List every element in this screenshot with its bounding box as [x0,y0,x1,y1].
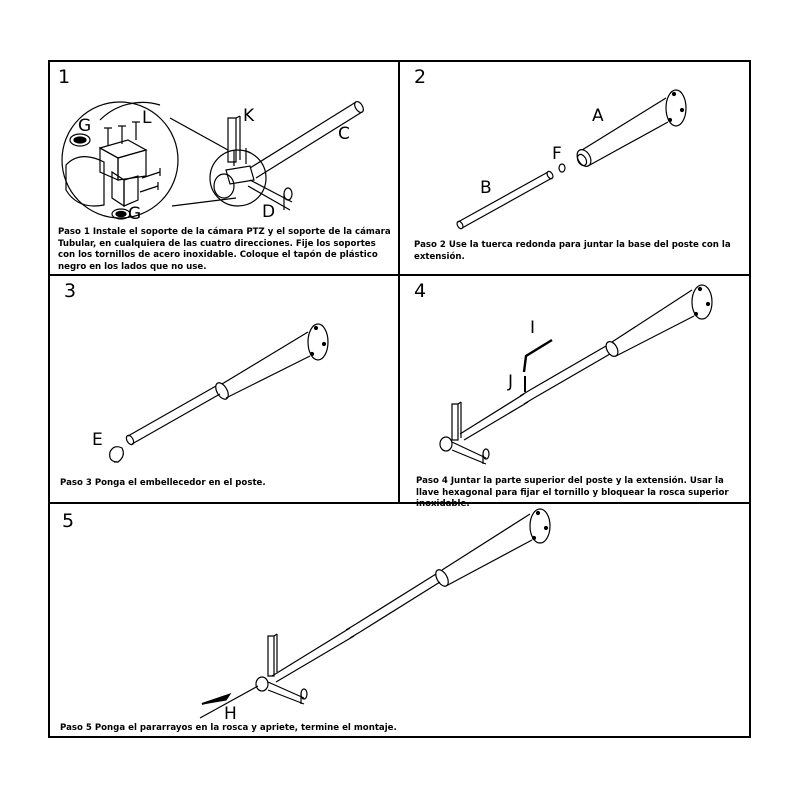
label-h: H [224,704,237,724]
label-d: D [262,202,276,222]
label-g-top: G [78,116,92,136]
label-f: F [552,144,562,164]
step-2-caption: Paso 2 Use la tuerca redonda para juntar… [414,240,731,262]
step-4-caption: Paso 4 Juntar la parte superior del post… [416,476,729,509]
label-g-bottom: G [128,204,142,224]
step-3-number: 3 [64,280,77,302]
label-i: I [530,318,536,338]
step-1-caption: Paso 1 Instale el soporte de la cámara P… [58,227,391,272]
divider-vertical-top [398,60,400,274]
label-l: L [142,108,152,128]
label-j: J [508,372,514,392]
label-a: A [592,106,604,126]
step-5-number: 5 [62,510,75,532]
step-4-number: 4 [414,280,427,302]
label-e: E [92,430,103,450]
label-k: K [243,106,255,126]
divider-horizontal-2 [48,502,751,504]
label-b: B [480,178,492,198]
divider-vertical-middle [398,274,400,502]
label-c: C [338,124,350,144]
step-1-number: 1 [58,66,71,88]
step-2-number: 2 [414,66,427,88]
divider-horizontal-1 [48,274,751,276]
step-5-caption: Paso 5 Ponga el pararrayos en la rosca y… [60,723,397,733]
step-3-caption: Paso 3 Ponga el embellecedor en el poste… [60,478,266,488]
